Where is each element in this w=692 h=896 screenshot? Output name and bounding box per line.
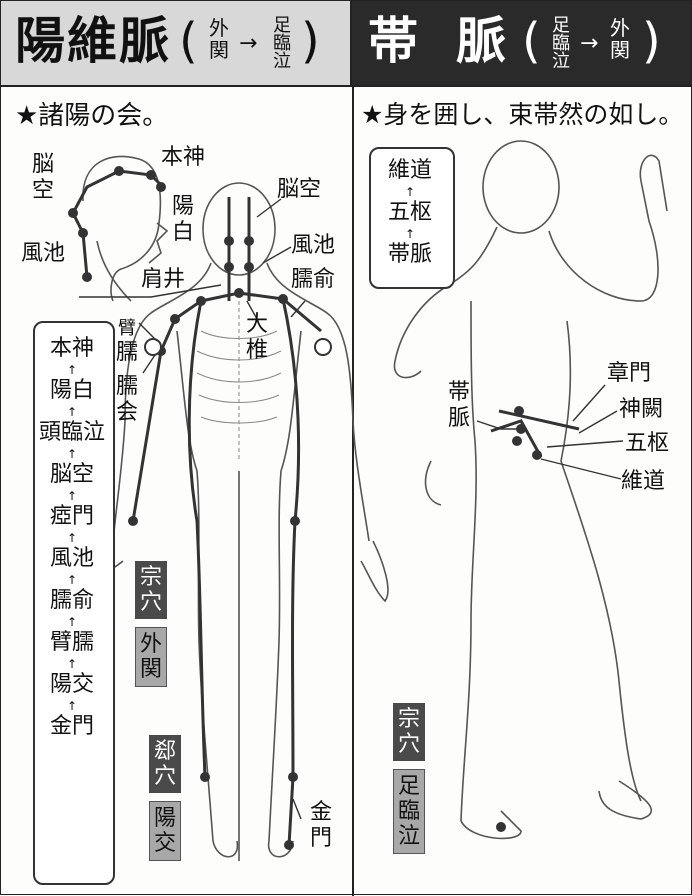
label-youhaku-b: 白 xyxy=(171,221,195,245)
label-taimyaku-b: 脈 xyxy=(447,407,471,431)
chain-item: 維道 xyxy=(371,157,449,185)
tag-char: 郄 xyxy=(154,739,176,764)
chain-item: 臂臑 xyxy=(35,629,109,657)
label-daitsui-b: 椎 xyxy=(245,339,269,363)
label-kensei: 肩井 xyxy=(141,267,185,293)
label-nokuu-a: 脳 xyxy=(31,153,55,177)
side-head xyxy=(483,141,559,233)
tag-youkou: 陽交 xyxy=(149,801,181,861)
tag-ashi-rinkyu: 足臨泣 xyxy=(393,769,425,854)
label-gosuu: 五枢 xyxy=(625,431,669,457)
tag-char: 関 xyxy=(140,657,162,682)
tag-char: 宗 xyxy=(398,707,420,732)
chain-item: 陽交 xyxy=(35,671,109,699)
chain-item: 帯脈 xyxy=(371,241,449,269)
left-leg-outline xyxy=(177,331,213,841)
label-juue-a: 臑 xyxy=(115,375,139,399)
tag-char: 陽 xyxy=(154,806,176,831)
chain-item: 瘂門 xyxy=(35,503,109,531)
yangwei-leg-path xyxy=(283,299,299,845)
chain-arrow: ↑ xyxy=(35,699,109,713)
chain-item: 臑俞 xyxy=(35,587,109,615)
label-honjin: 本神 xyxy=(161,145,205,171)
label-idou: 維道 xyxy=(621,469,665,495)
chain-arrow: ↑ xyxy=(35,447,109,461)
tag-master-point-right: 宗穴 xyxy=(393,703,425,761)
label-hiju-b: 臑 xyxy=(115,341,139,365)
tag-char: 外 xyxy=(140,632,162,657)
chain-item: 金門 xyxy=(35,713,109,741)
label-juyu: 臑俞 xyxy=(291,267,335,293)
tag-gaikan: 外関 xyxy=(135,627,167,687)
tag-char: 宗 xyxy=(140,565,162,590)
label-hiju-a: 臂 xyxy=(115,317,139,341)
tag-char: 穴 xyxy=(140,590,162,615)
chain-arrow: ↑ xyxy=(35,405,109,419)
label-youhaku-a: 陽 xyxy=(171,195,195,219)
label-taimyaku-a: 帯 xyxy=(447,381,471,405)
chain-arrow: ↑ xyxy=(35,363,109,377)
label-fuuchi2: 風池 xyxy=(291,233,335,259)
label-nokuu-b: 空 xyxy=(31,179,55,203)
tag-char: 足 xyxy=(398,774,420,799)
label-fuuchi: 風池 xyxy=(21,241,65,267)
yangwei-head-path xyxy=(73,171,161,277)
chain-item: 頭臨泣 xyxy=(35,419,109,447)
side-leg-front xyxy=(461,301,476,821)
daimai-subtitle: ★身を囲し、束帯然の如し。 xyxy=(361,95,683,131)
label-juue-b: 会 xyxy=(115,401,139,425)
label-kinmon-b: 門 xyxy=(309,827,333,851)
chain-arrow: ↑ xyxy=(35,531,109,545)
tag-char: 穴 xyxy=(154,764,176,789)
chain-item: 陽白 xyxy=(35,377,109,405)
tag-char: 泣 xyxy=(398,824,420,849)
tag-char: 臨 xyxy=(398,799,420,824)
tag-char: 穴 xyxy=(398,732,420,757)
chain-item: 脳空 xyxy=(35,461,109,489)
chain-arrow: ↑ xyxy=(35,657,109,671)
label-daitsui-a: 大 xyxy=(245,313,269,337)
chain-arrow: ↑ xyxy=(35,573,109,587)
chain-arrow: ↑ xyxy=(35,615,109,629)
chain-item: 風池 xyxy=(35,545,109,573)
tag-char: 交 xyxy=(154,831,176,856)
side-arm-raised xyxy=(549,181,658,301)
tag-master-point-left: 宗穴 xyxy=(135,561,167,619)
tag-cleft-point: 郄穴 xyxy=(149,735,181,793)
chain-arrow: ↑ xyxy=(35,489,109,503)
chain-item: 五枢 xyxy=(371,199,449,227)
label-kinmon-a: 金 xyxy=(309,801,333,825)
label-shinketsu: 神闕 xyxy=(619,397,663,423)
yangwei-subtitle: ★諸陽の会。 xyxy=(15,95,168,132)
label-shoumon: 章門 xyxy=(607,361,651,387)
back-head xyxy=(203,183,275,275)
chain-arrow: ↑ xyxy=(371,185,449,199)
yangwei-chain: 本神↑陽白↑頭臨泣↑脳空↑瘂門↑風池↑臑俞↑臂臑↑陽交↑金門 xyxy=(35,335,109,741)
chain-item: 本神 xyxy=(35,335,109,363)
label-nokuu2: 脳空 xyxy=(277,177,321,203)
daimai-chain: 維道↑五枢↑帯脈 xyxy=(371,157,449,269)
chain-arrow: ↑ xyxy=(371,227,449,241)
